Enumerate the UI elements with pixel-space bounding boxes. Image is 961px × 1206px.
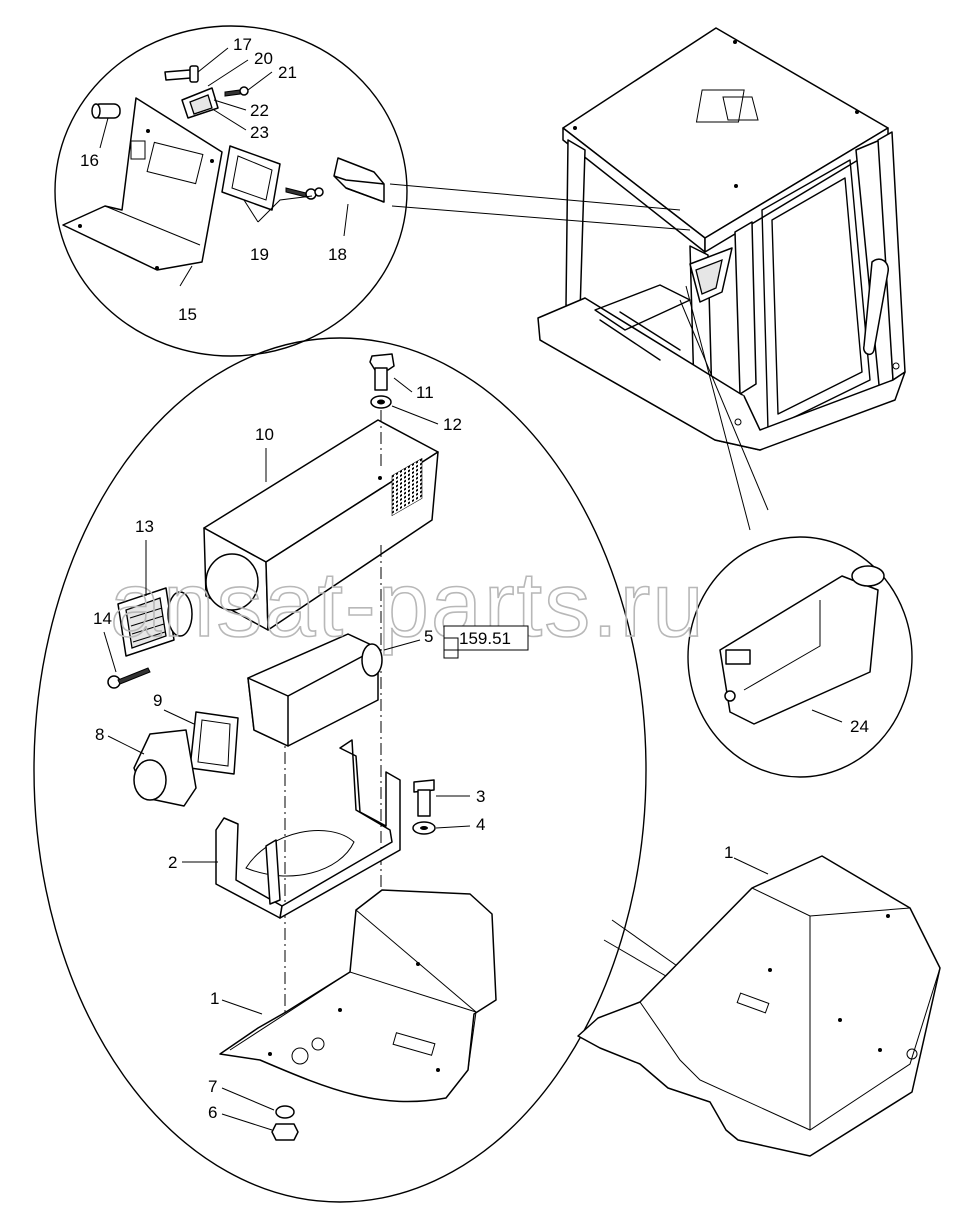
callout-20: 20 xyxy=(254,49,273,68)
detail-circle-duct xyxy=(679,285,913,778)
callout-5: 5 xyxy=(424,627,433,646)
callout-19: 19 xyxy=(250,245,269,264)
reference-box-label: 159.51 xyxy=(459,629,511,648)
callout-10: 10 xyxy=(255,425,274,444)
watermark-text: ansat-parts.ru xyxy=(110,554,706,656)
callout-18: 18 xyxy=(328,245,347,264)
callout-3: 3 xyxy=(476,787,485,806)
callout-1-seat: 1 xyxy=(210,989,219,1008)
cab-frame-drawing xyxy=(537,27,906,451)
callout-17: 17 xyxy=(233,35,252,54)
callout-8: 8 xyxy=(95,725,104,744)
callout-21: 21 xyxy=(278,63,297,82)
callout-12: 12 xyxy=(443,415,462,434)
callout-1-base: 1 xyxy=(724,843,733,862)
reference-box[interactable]: 159.51 xyxy=(443,625,529,659)
base-assembly-drawing xyxy=(577,855,941,1157)
callout-6: 6 xyxy=(208,1103,217,1122)
detail-circle-panel xyxy=(54,25,691,357)
callout-24: 24 xyxy=(850,717,869,736)
vent-grille xyxy=(391,457,423,517)
callout-11: 11 xyxy=(416,383,434,402)
callout-9: 9 xyxy=(153,691,162,710)
callout-15: 15 xyxy=(178,305,197,324)
callout-7: 7 xyxy=(208,1077,217,1096)
callout-22: 22 xyxy=(250,101,269,120)
callout-23: 23 xyxy=(250,123,269,142)
heater-exploded-view xyxy=(33,337,691,1203)
callout-13: 13 xyxy=(135,517,154,536)
callout-4: 4 xyxy=(476,815,485,834)
callout-labels: 17 20 21 22 23 16 19 18 15 11 12 10 13 1… xyxy=(80,35,869,1131)
callout-14: 14 xyxy=(93,609,112,628)
callout-16: 16 xyxy=(80,151,99,170)
callout-2: 2 xyxy=(168,853,177,872)
